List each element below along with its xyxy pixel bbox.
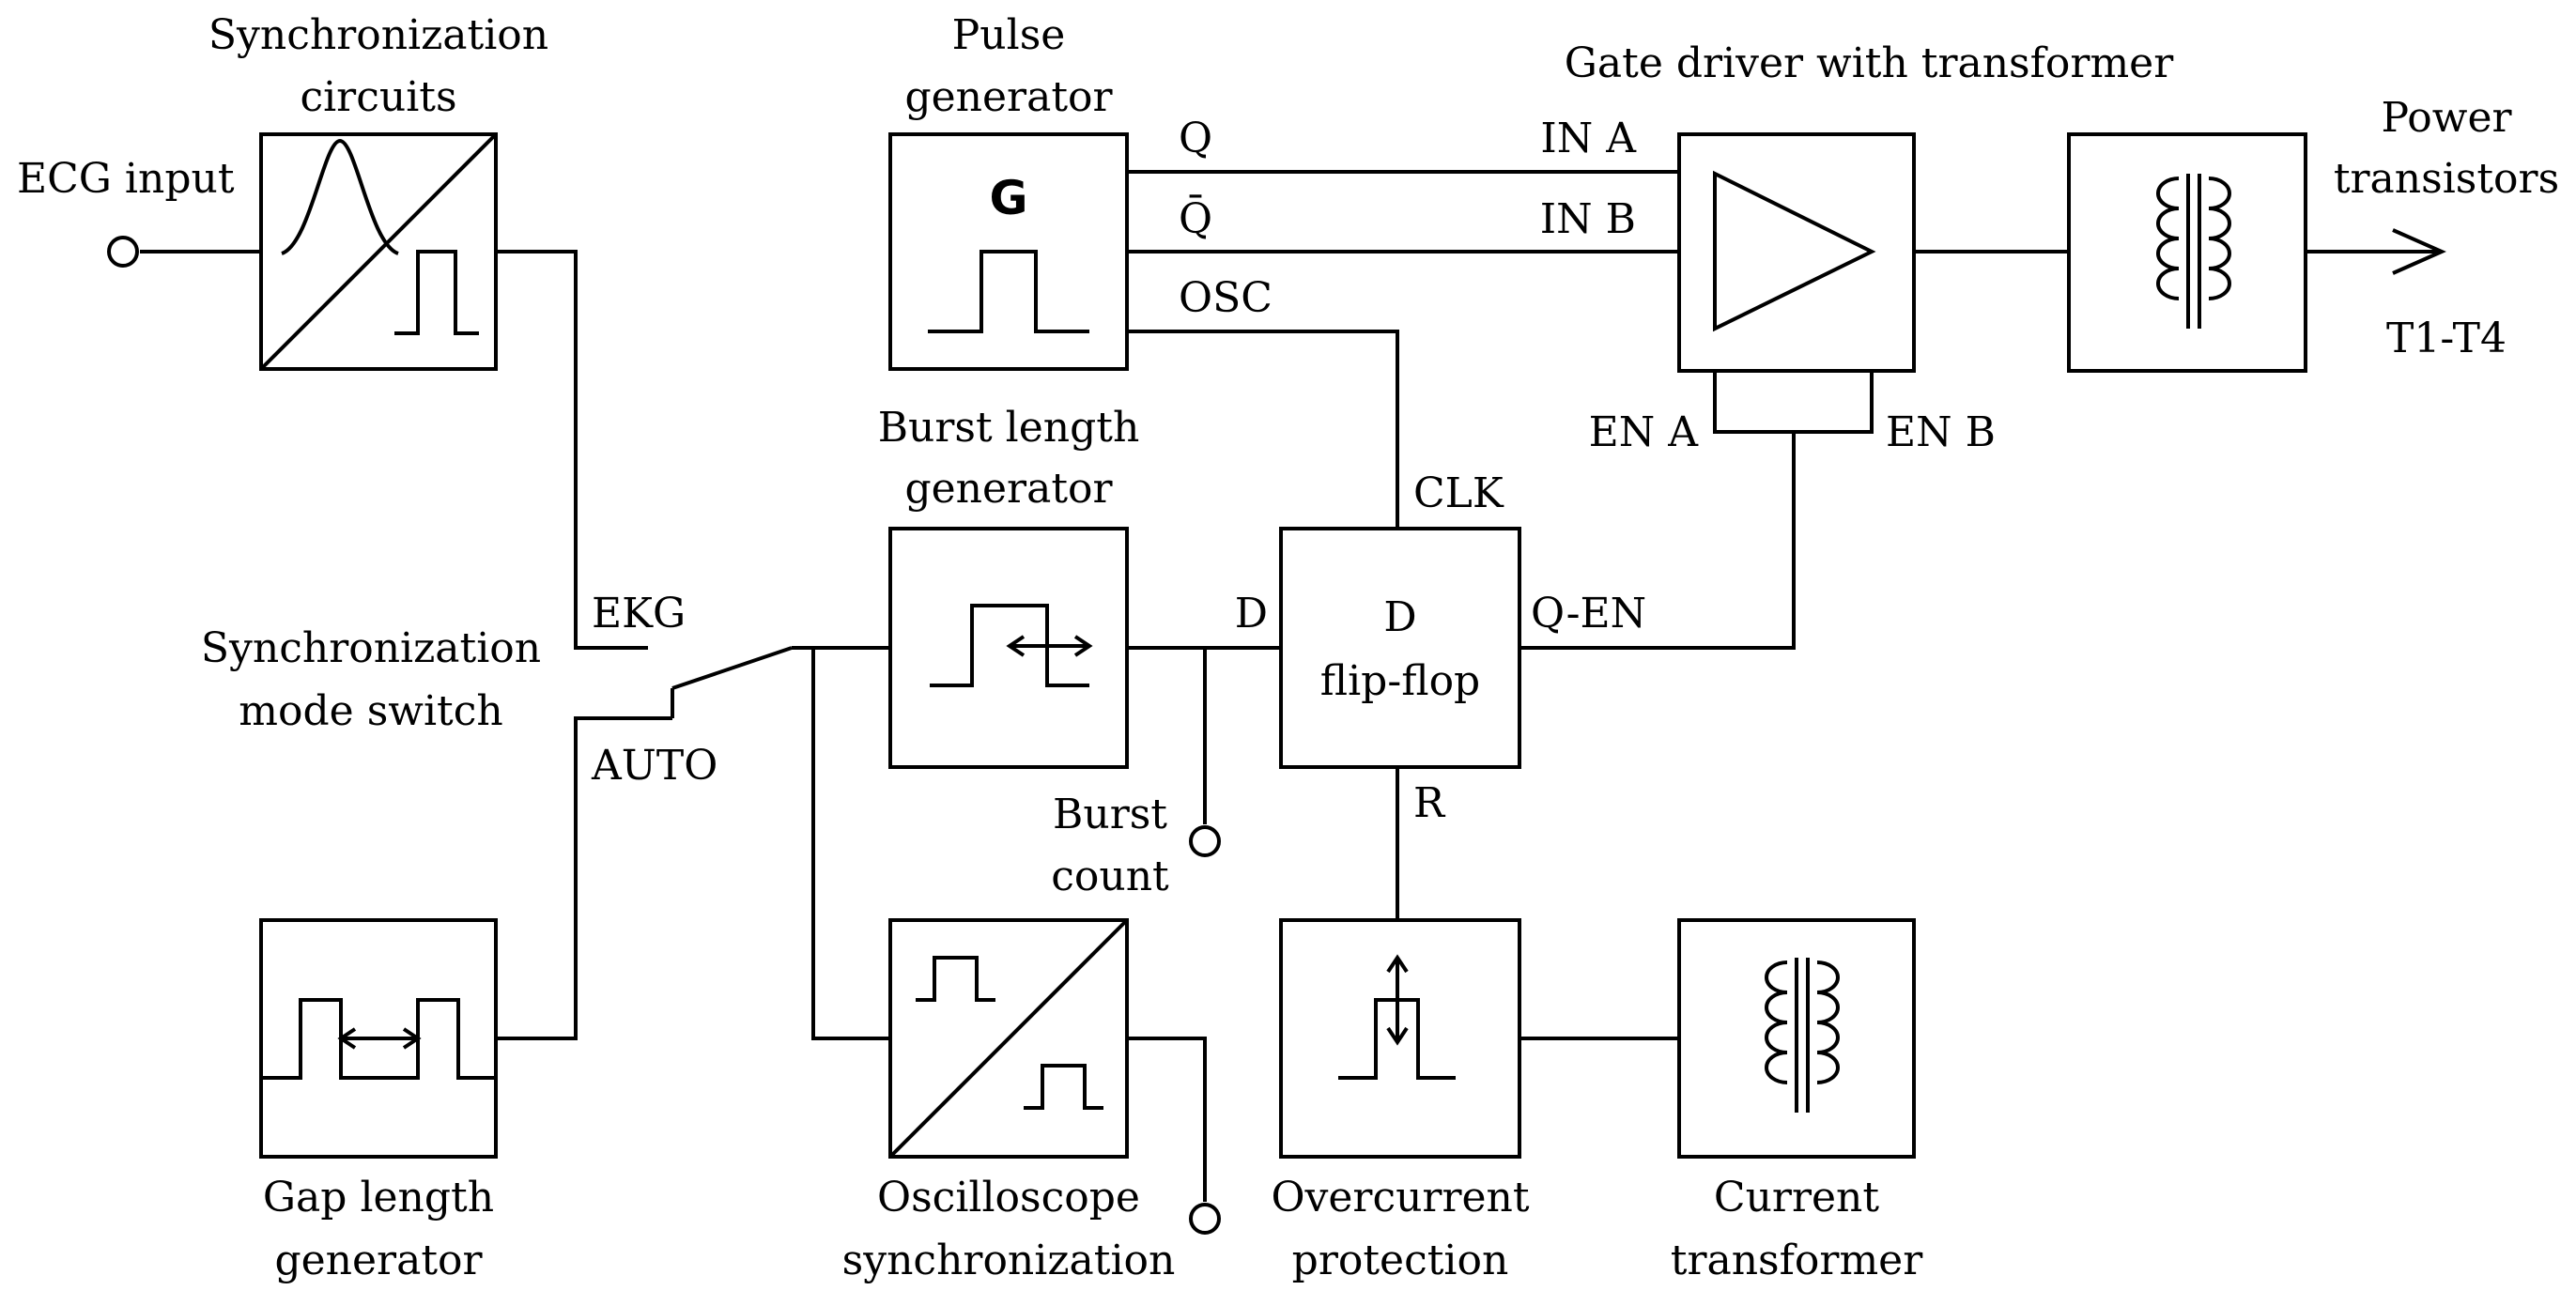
output-transformer-block	[2067, 132, 2307, 373]
pulse-generator-label-line2: generator	[904, 73, 1113, 121]
variable-pulse-icon	[930, 604, 1089, 687]
switch-position-auto: AUTO	[591, 742, 717, 790]
gap-length-label-line1: Gap length	[263, 1174, 494, 1221]
signal-in-b: IN B	[1540, 195, 1636, 243]
overcurrent-label-line2: protection	[1292, 1237, 1509, 1284]
signal-osc: OSC	[1179, 274, 1273, 322]
transformer-coil-icon	[1765, 960, 1788, 1084]
mode-switch-label-line2: mode switch	[239, 687, 502, 735]
overcurrent-protection-block	[1279, 918, 1521, 1159]
pulse-out-icon	[1024, 1064, 1103, 1110]
gap-length-generator-block	[259, 918, 498, 1159]
signal-q-en: Q-EN	[1531, 590, 1646, 638]
mode-switch-label-line1: Synchronization	[201, 624, 541, 672]
power-transistors-label-line2: transistors	[2334, 155, 2559, 203]
signal-q-bar: Q̄	[1179, 193, 1212, 243]
current-transformer-block	[1677, 918, 1916, 1159]
ecg-input-terminal	[107, 236, 139, 268]
burst-count-label-line2: count	[1051, 853, 1169, 900]
wires	[140, 170, 2446, 1202]
ecg-input-label: ECG input	[17, 155, 235, 203]
sync-circuits-label-line1: Synchronization	[208, 11, 548, 59]
overcurrent-label-line1: Overcurrent	[1271, 1174, 1529, 1221]
oscilloscope-output-terminal	[1189, 1203, 1221, 1235]
amplifier-icon	[1713, 170, 1876, 332]
gate-driver-label: Gate driver with transformer	[1565, 39, 2174, 87]
burst-length-generator-block	[888, 527, 1129, 769]
oscilloscope-sync-block	[888, 918, 1129, 1159]
signal-d: D	[1235, 590, 1268, 638]
oscilloscope-sync-label-line1: Oscilloscope	[877, 1174, 1140, 1221]
generator-symbol: G	[989, 171, 1027, 225]
oscilloscope-sync-label-line2: synchronization	[842, 1237, 1176, 1284]
pulse-generator-label-line1: Pulse	[952, 11, 1066, 59]
burst-length-label-line1: Burst length	[878, 404, 1140, 452]
current-transformer-label-line1: Current	[1714, 1174, 1879, 1221]
ecg-wave-icon	[281, 138, 399, 255]
pulse-icon	[394, 250, 479, 335]
burst-length-label-line2: generator	[904, 465, 1113, 513]
gap-pulse-icon	[263, 998, 494, 1080]
flip-flop-block	[1279, 527, 1521, 769]
power-transistors-label-line1: Power	[2381, 94, 2512, 142]
transformer-coil-icon	[2156, 177, 2180, 300]
pulse-generator-block: G	[888, 132, 1129, 371]
gate-driver-block	[1677, 132, 1916, 373]
burst-count-terminal	[1189, 825, 1221, 857]
sync-circuits-block	[259, 132, 498, 371]
flip-flop-label-line2: flip-flop	[1320, 657, 1480, 705]
signal-clk: CLK	[1413, 469, 1504, 517]
power-transistors-sub-label: T1-T4	[2386, 315, 2507, 362]
pulse-icon	[928, 250, 1089, 333]
burst-count-label-line1: Burst	[1053, 791, 1167, 838]
gap-length-label-line2: generator	[274, 1237, 483, 1284]
flip-flop-label-line1: D	[1383, 593, 1416, 641]
pulse-in-icon	[916, 956, 995, 1002]
signal-en-b: EN B	[1886, 408, 1996, 456]
sync-circuits-label-line2: circuits	[300, 73, 456, 121]
signal-q: Q	[1179, 115, 1212, 162]
switch-position-ekg: EKG	[592, 590, 686, 638]
current-transformer-label-line2: transformer	[1671, 1237, 1923, 1284]
signal-r: R	[1413, 779, 1446, 827]
signal-en-a: EN A	[1589, 408, 1700, 456]
signal-in-a: IN A	[1540, 115, 1637, 162]
